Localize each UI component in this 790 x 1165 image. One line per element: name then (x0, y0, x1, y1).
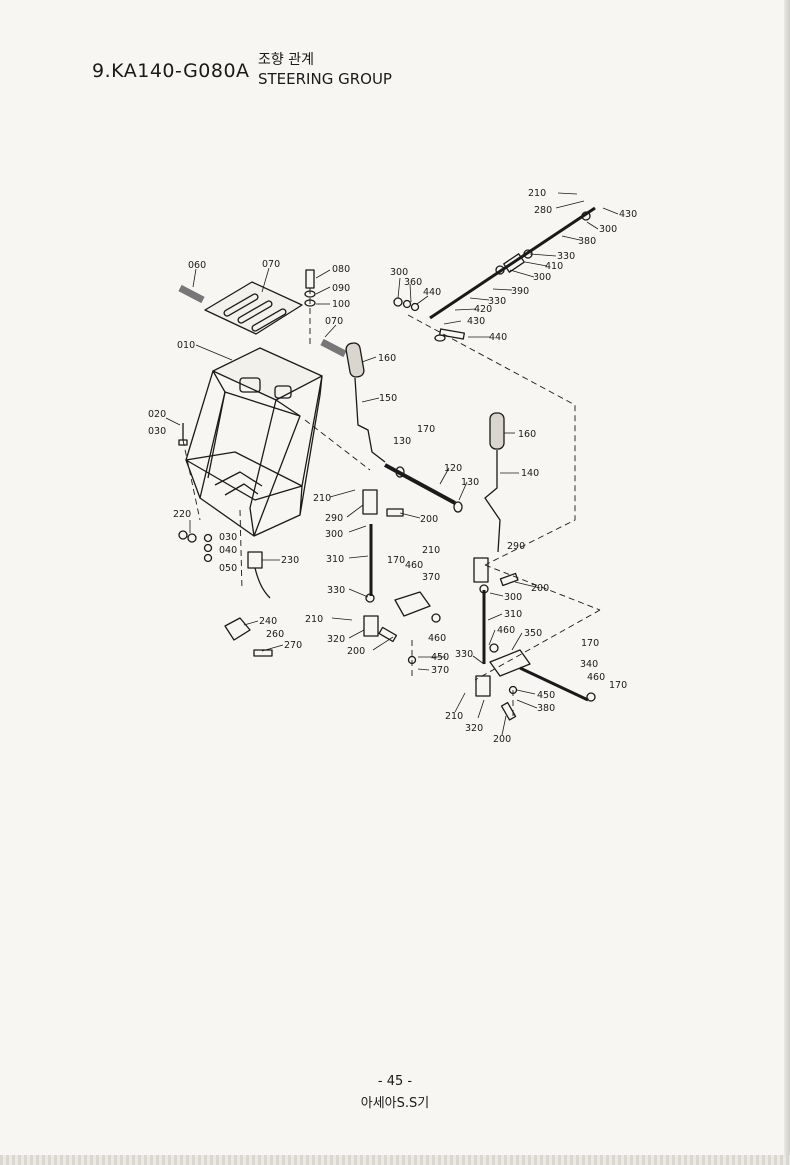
part-label: 430 (467, 316, 485, 327)
part-label: 290 (507, 541, 525, 552)
part-label: 170 (581, 638, 599, 649)
part-label: 050 (219, 563, 237, 574)
part-label: 070 (262, 259, 280, 270)
part-label: 380 (578, 236, 596, 247)
part-label: 200 (531, 583, 549, 594)
part-label: 240 (259, 616, 277, 627)
part-label: 170 (417, 424, 435, 435)
part-label: 330 (557, 251, 575, 262)
part-label: 450 (431, 652, 449, 663)
part-label: 210 (528, 188, 546, 199)
part-label: 300 (504, 592, 522, 603)
part-label: 200 (493, 734, 511, 745)
part-label: 380 (537, 703, 555, 714)
part-label: 300 (599, 224, 617, 235)
part-label: 140 (521, 468, 539, 479)
page-edge-shadow (784, 0, 790, 1165)
group-title-korean: 조향 관계 (258, 52, 314, 68)
part-label: 040 (219, 545, 237, 556)
part-label: 210 (422, 545, 440, 556)
part-label: 390 (511, 286, 529, 297)
part-label: 420 (474, 304, 492, 315)
part-label: 220 (173, 509, 191, 520)
part-label: 460 (405, 560, 423, 571)
part-label: 020 (148, 409, 166, 420)
part-label: 370 (422, 572, 440, 583)
part-number-labels: 060 070 080 090 100 070 010 020 030 160 … (148, 188, 637, 745)
part-label: 310 (504, 609, 522, 620)
part-label: 310 (326, 554, 344, 565)
part-label: 170 (609, 680, 627, 691)
part-label: 460 (428, 633, 446, 644)
part-label: 170 (387, 555, 405, 566)
part-label: 160 (518, 429, 536, 440)
part-label: 120 (444, 463, 462, 474)
part-label: 410 (545, 261, 563, 272)
part-label: 260 (266, 629, 284, 640)
part-label: 080 (332, 264, 350, 275)
part-label: 160 (378, 353, 396, 364)
part-label: 300 (533, 272, 551, 283)
part-label: 280 (534, 205, 552, 216)
part-label: 060 (188, 260, 206, 271)
part-label: 440 (423, 287, 441, 298)
group-code: 9.KA140-G080A (92, 60, 250, 82)
part-label: 010 (177, 340, 195, 351)
part-label: 130 (393, 436, 411, 447)
part-label: 320 (327, 634, 345, 645)
part-label: 210 (445, 711, 463, 722)
company-name: 아세아S.S기 (360, 1096, 430, 1111)
part-label: 460 (587, 672, 605, 683)
part-label: 030 (148, 426, 166, 437)
scan-edge (0, 1155, 790, 1165)
part-label: 270 (284, 640, 302, 651)
part-label: 230 (281, 555, 299, 566)
part-label: 350 (524, 628, 542, 639)
part-label: 330 (327, 585, 345, 596)
part-label: 430 (619, 209, 637, 220)
part-label: 460 (497, 625, 515, 636)
part-label: 320 (465, 723, 483, 734)
page-number: - 45 - (377, 1074, 413, 1089)
part-label: 300 (390, 267, 408, 278)
part-label: 210 (305, 614, 323, 625)
part-label: 330 (488, 296, 506, 307)
part-label: 150 (379, 393, 397, 404)
part-label: 370 (431, 665, 449, 676)
top-plate-060 (204, 281, 303, 335)
part-label: 200 (420, 514, 438, 525)
part-label: 070 (325, 316, 343, 327)
part-label: 440 (489, 332, 507, 343)
part-label: 360 (404, 277, 422, 288)
part-label: 210 (313, 493, 331, 504)
part-label: 330 (455, 649, 473, 660)
part-label: 030 (219, 532, 237, 543)
part-label: 290 (325, 513, 343, 524)
part-label: 340 (580, 659, 598, 670)
part-label: 130 (461, 477, 479, 488)
part-label: 300 (325, 529, 343, 540)
part-label: 450 (537, 690, 555, 701)
part-label: 090 (332, 283, 350, 294)
group-title-english: STEERING GROUP (258, 70, 392, 88)
part-label: 100 (332, 299, 350, 310)
steering-frame-010 (185, 347, 323, 537)
part-label: 200 (347, 646, 365, 657)
